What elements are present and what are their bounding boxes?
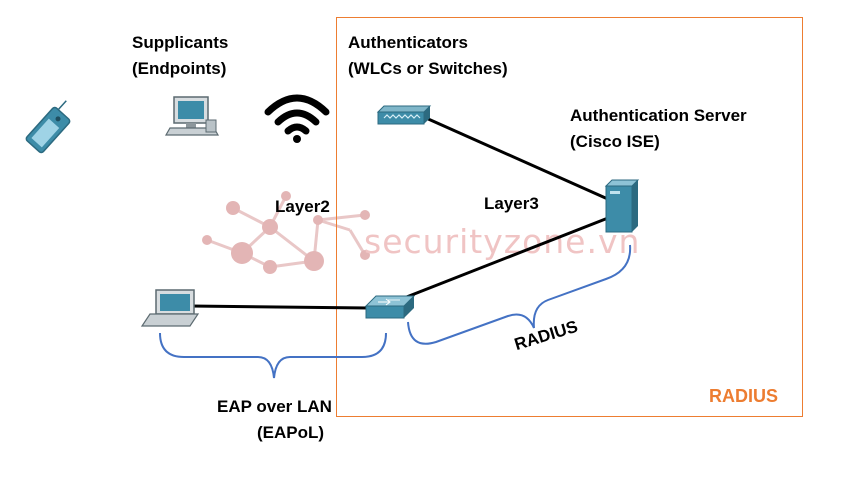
supplicants-subtitle: (Endpoints) [132,59,227,78]
radius-brace [407,244,632,345]
layer3-label: Layer3 [484,194,539,213]
eapol-subtitle: (EAPoL) [256,423,324,442]
supplicants-label: Supplicants (Endpoints) [132,30,228,82]
authenticators-subtitle: (WLCs or Switches) [348,59,508,78]
supplicants-title: Supplicants [132,33,229,52]
laptop-icon [140,289,200,327]
pda-icon [25,100,71,154]
eapol-brace [159,332,387,379]
watermark-text: securityzone.vn [364,222,641,261]
eapol-title: EAP over LAN [217,397,332,416]
auth-server-title: Authentication Server [570,106,747,125]
link-laptop-switch [189,304,369,310]
authenticators-label: Authenticators (WLCs or Switches) [348,30,508,82]
link-controller-server [425,116,611,202]
auth-server-label: Authentication Server (Cisco ISE) [570,103,747,155]
server-icon [604,179,640,233]
desktop-pc-icon [164,96,220,136]
authenticators-title: Authenticators [348,33,468,52]
wireless-controller-icon [376,105,432,125]
auth-server-subtitle: (Cisco ISE) [570,132,660,151]
eapol-label: EAP over LAN (EAPoL) [217,394,332,446]
wifi-icon [264,94,330,143]
link-switch-server [403,216,609,300]
layer2-label: Layer2 [275,197,330,216]
radius-region-label: RADIUS [709,386,779,406]
radius-region-box [336,17,803,417]
switch-icon [364,295,416,319]
